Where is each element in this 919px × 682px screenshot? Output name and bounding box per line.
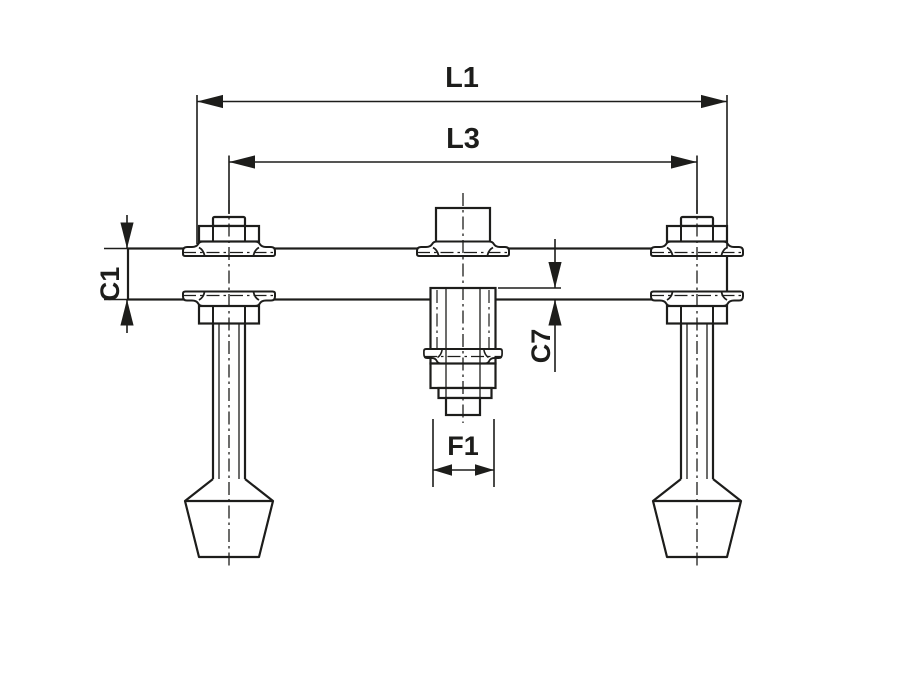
dim-label-c7: C7 <box>526 329 556 364</box>
thread-pitch-lines <box>436 290 490 348</box>
dimension-l1: L1 <box>196 62 728 249</box>
dimension-f1: F1 <box>432 419 495 487</box>
dim-label-l3: L3 <box>446 123 480 155</box>
dimension-c1: C1 <box>95 215 134 333</box>
dim-label-f1: F1 <box>447 431 479 461</box>
dim-label-c1: C1 <box>95 267 125 302</box>
spindle-thread-lines <box>445 288 481 398</box>
dimension-l3: L3 <box>228 123 698 214</box>
center-spindle-assembly <box>416 206 510 417</box>
dim-label-l1: L1 <box>445 62 479 94</box>
dimension-c7: C7 <box>498 239 562 372</box>
centerlines <box>183 193 743 566</box>
dimension-l1-lines <box>196 95 728 249</box>
